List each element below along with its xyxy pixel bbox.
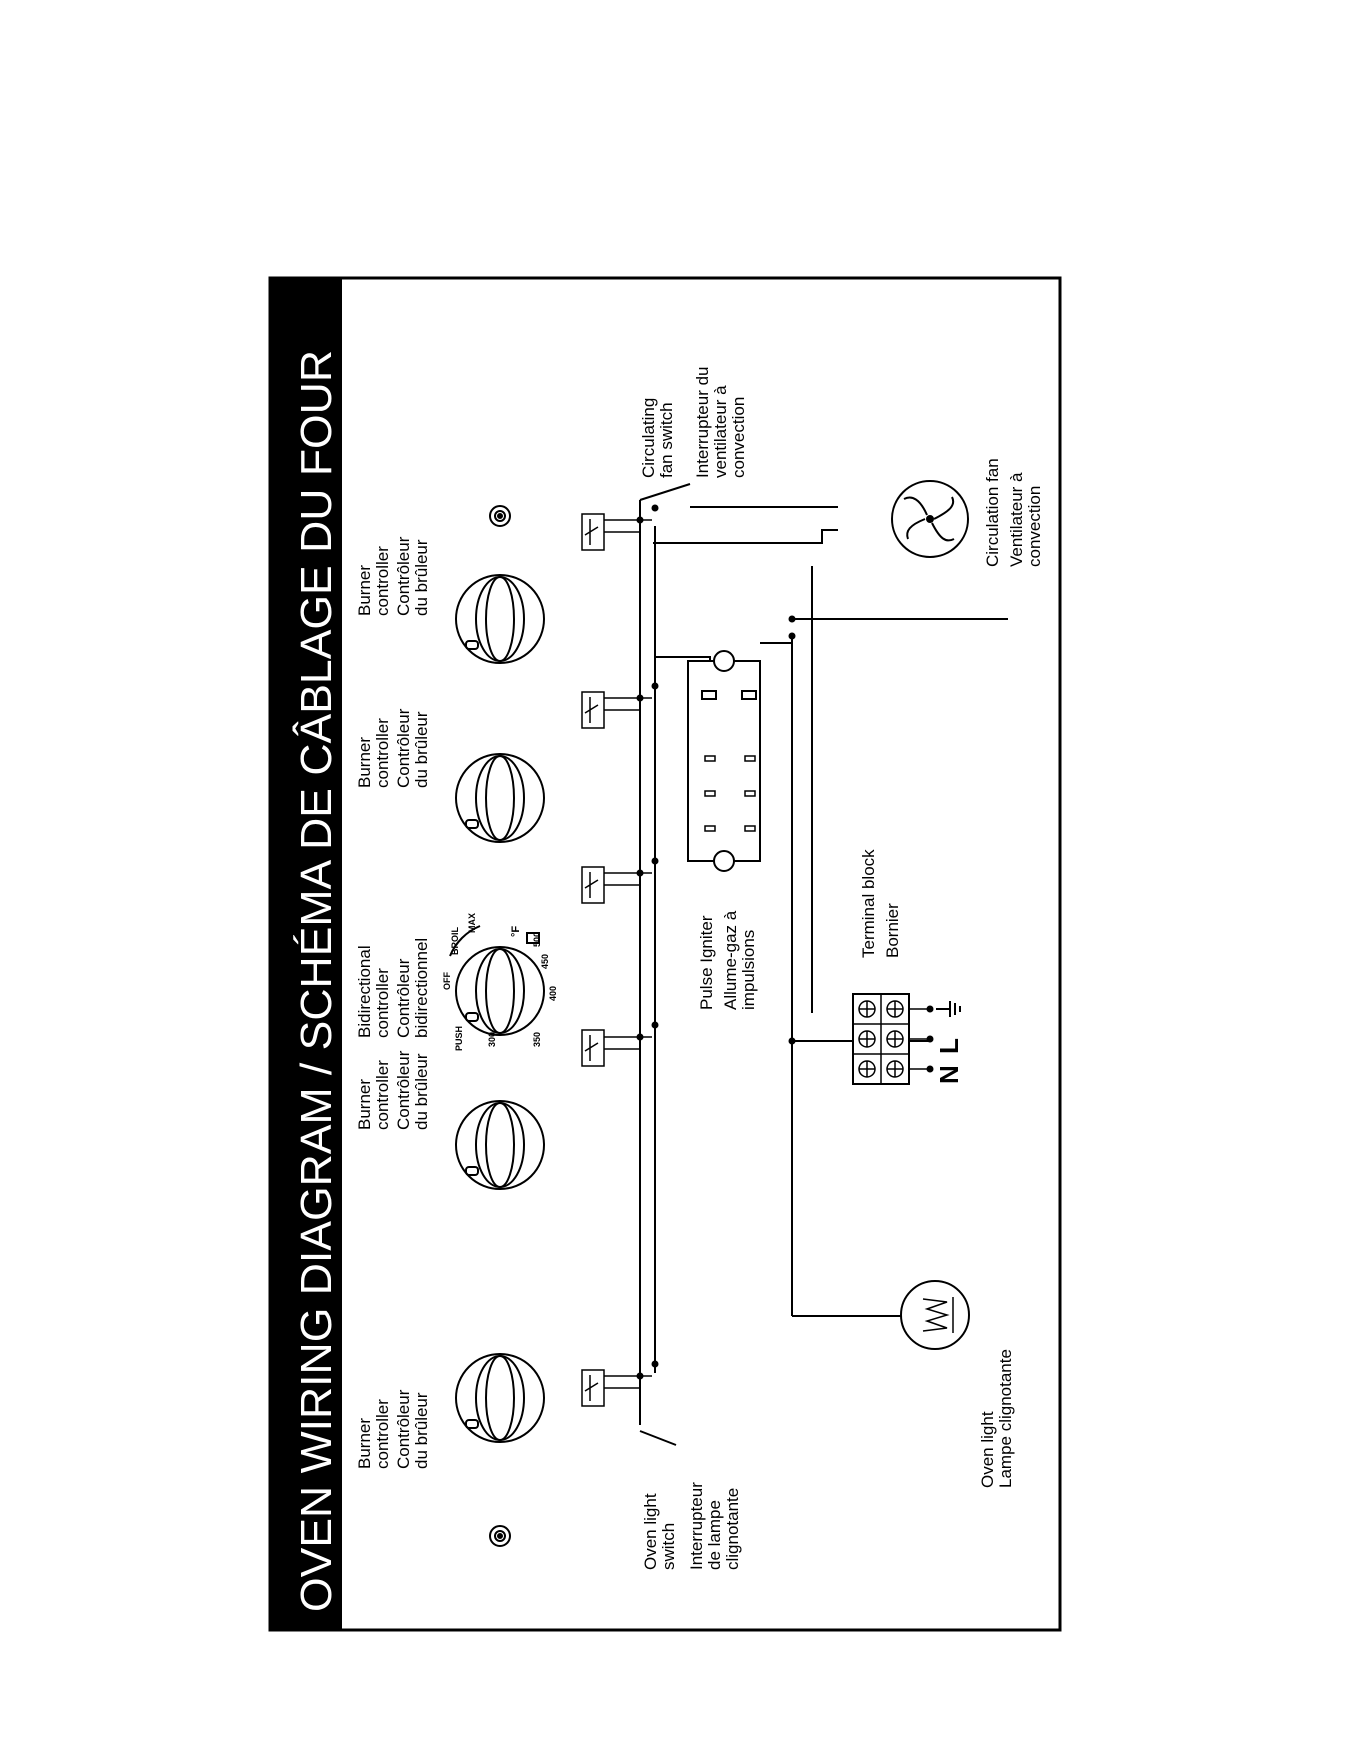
dial-450: 450: [540, 954, 550, 969]
controller-4-en2: controller: [373, 718, 392, 788]
pulse-igniter-fr1: Allume-gaz à: [721, 910, 740, 1010]
circulation-fan-fr1: Ventilateur à: [1007, 472, 1026, 567]
dial-max: MAX: [467, 913, 477, 933]
controller-2-fr: Contrôleur: [394, 1050, 413, 1130]
controller-labels: Burner controller Contrôleur du brûleur …: [355, 536, 431, 1469]
fan-switch-en2: fan switch: [657, 402, 676, 478]
dial-off: OFF: [442, 972, 452, 990]
dial-broil: BROIL: [450, 927, 460, 956]
terminal-block-en: Terminal block: [859, 849, 878, 958]
oven-light-switch-fr3: clignotante: [723, 1488, 742, 1570]
controller-4-fr2: du brûleur: [412, 711, 431, 788]
terminal-block: [852, 993, 961, 1085]
junction-dots: [636, 504, 796, 1380]
controller-4-en: Burner: [355, 737, 374, 788]
controller-1-fr: Contrôleur: [394, 1389, 413, 1469]
dial-push: PUSH: [454, 1026, 464, 1051]
dial-300: 300: [487, 1032, 497, 1047]
circulation-fan-fr2: convection: [1025, 486, 1044, 567]
controller-1-en: Burner: [355, 1418, 374, 1469]
knob-4: [455, 753, 545, 843]
right-toggle-icon: [489, 505, 511, 527]
left-toggle-icon: [489, 1525, 511, 1547]
spark-switch-2: [581, 1029, 605, 1067]
terminal-l-label: L: [934, 1038, 964, 1054]
ground-icon: [936, 1001, 961, 1017]
controller-5-fr: Contrôleur: [394, 536, 413, 616]
labels: Oven light switch Interrupteur de lampe …: [639, 366, 1044, 1570]
controller-3-fr2: bidirectionnel: [412, 938, 431, 1038]
controller-4-fr: Contrôleur: [394, 708, 413, 788]
pulse-igniter: [687, 650, 761, 872]
oven-light-switch-fr1: Interrupteur: [687, 1482, 706, 1570]
controller-3-fr: Contrôleur: [394, 958, 413, 1038]
terminal-block-fr: Bornier: [883, 903, 902, 958]
oven-light-lamp-icon: [900, 1280, 970, 1350]
fan-switch-fr1: Interrupteur du: [693, 366, 712, 478]
dial-400: 400: [548, 986, 558, 1001]
knob-1: [455, 1353, 545, 1443]
controller-2-en: Burner: [355, 1079, 374, 1130]
title-bar: [270, 278, 342, 1630]
controller-1-fr2: du brûleur: [412, 1392, 431, 1469]
controller-5-fr2: du brûleur: [412, 539, 431, 616]
controller-2-fr2: du brûleur: [412, 1053, 431, 1130]
terminal-n-label: N: [934, 1065, 964, 1084]
pulse-igniter-en: Pulse Igniter: [697, 915, 716, 1010]
controller-5-en2: controller: [373, 546, 392, 616]
knob-2: [455, 1100, 545, 1190]
page-title: OVEN WIRING DIAGRAM / SCHÉMA DE CÂBLAGE …: [292, 350, 341, 1612]
controller-5-en: Burner: [355, 565, 374, 616]
fan-switch-fr3: convection: [729, 397, 748, 478]
circulation-fan-en: Circulation fan: [983, 458, 1002, 567]
controller-2-en2: controller: [373, 1060, 392, 1130]
diagram-body: Burner controller Contrôleur du brûleur …: [355, 480, 1008, 1547]
oven-light-switch-en1: Oven light: [641, 1493, 660, 1570]
controller-3-en2: controller: [373, 968, 392, 1038]
fan-switch-en1: Circulating: [639, 398, 658, 478]
knob-5: [455, 574, 545, 664]
oven-light-switch-en2: switch: [659, 1523, 678, 1570]
oven-light-switch-fr2: de lampe: [705, 1500, 724, 1570]
dial-degf: °F: [510, 926, 522, 937]
fan-switch-fr2: ventilateur à: [711, 385, 730, 478]
circulation-fan-icon: [891, 480, 969, 558]
pulse-igniter-fr2: impulsions: [739, 930, 758, 1010]
oven-light-en: Oven light: [978, 1411, 997, 1488]
knob-bidirectional: PUSH OFF BROIL MAX 300 350 400 450 500 °…: [442, 913, 558, 1051]
dial-500: 500: [532, 932, 542, 947]
bus-lines: [639, 483, 1008, 1446]
controller-3-en: Bidirectional: [355, 945, 374, 1038]
controller-1-en2: controller: [373, 1399, 392, 1469]
switch-leads: [604, 519, 652, 1389]
oven-light-fr: Lampe clignotante: [996, 1349, 1015, 1488]
dial-350: 350: [532, 1032, 542, 1047]
